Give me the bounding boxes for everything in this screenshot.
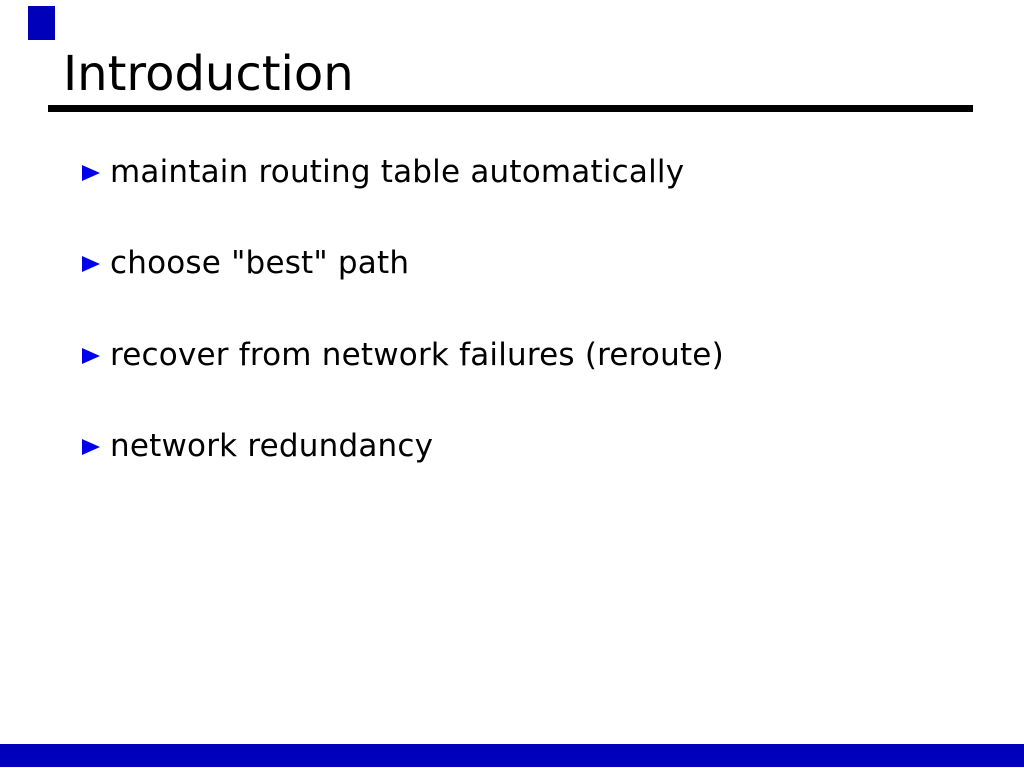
triangle-bullet-icon (82, 165, 100, 181)
bullet-text: network redundancy (110, 428, 434, 464)
bullet-text: choose "best" path (110, 245, 410, 281)
slide-title: Introduction (63, 46, 354, 102)
bullet-item: network redundancy (82, 427, 433, 466)
bullet-item: choose "best" path (82, 244, 409, 283)
bullet-item: recover from network failures (reroute) (82, 336, 724, 375)
bullet-text: maintain routing table automatically (110, 154, 685, 190)
triangle-bullet-icon (82, 439, 100, 455)
bullet-text: recover from network failures (reroute) (110, 337, 724, 373)
bullet-item: maintain routing table automatically (82, 153, 684, 192)
triangle-bullet-icon (82, 256, 100, 272)
top-left-accent-mark (28, 6, 55, 40)
bottom-accent-bar (0, 744, 1024, 767)
title-underline-rule (48, 105, 973, 112)
triangle-bullet-icon (82, 348, 100, 364)
